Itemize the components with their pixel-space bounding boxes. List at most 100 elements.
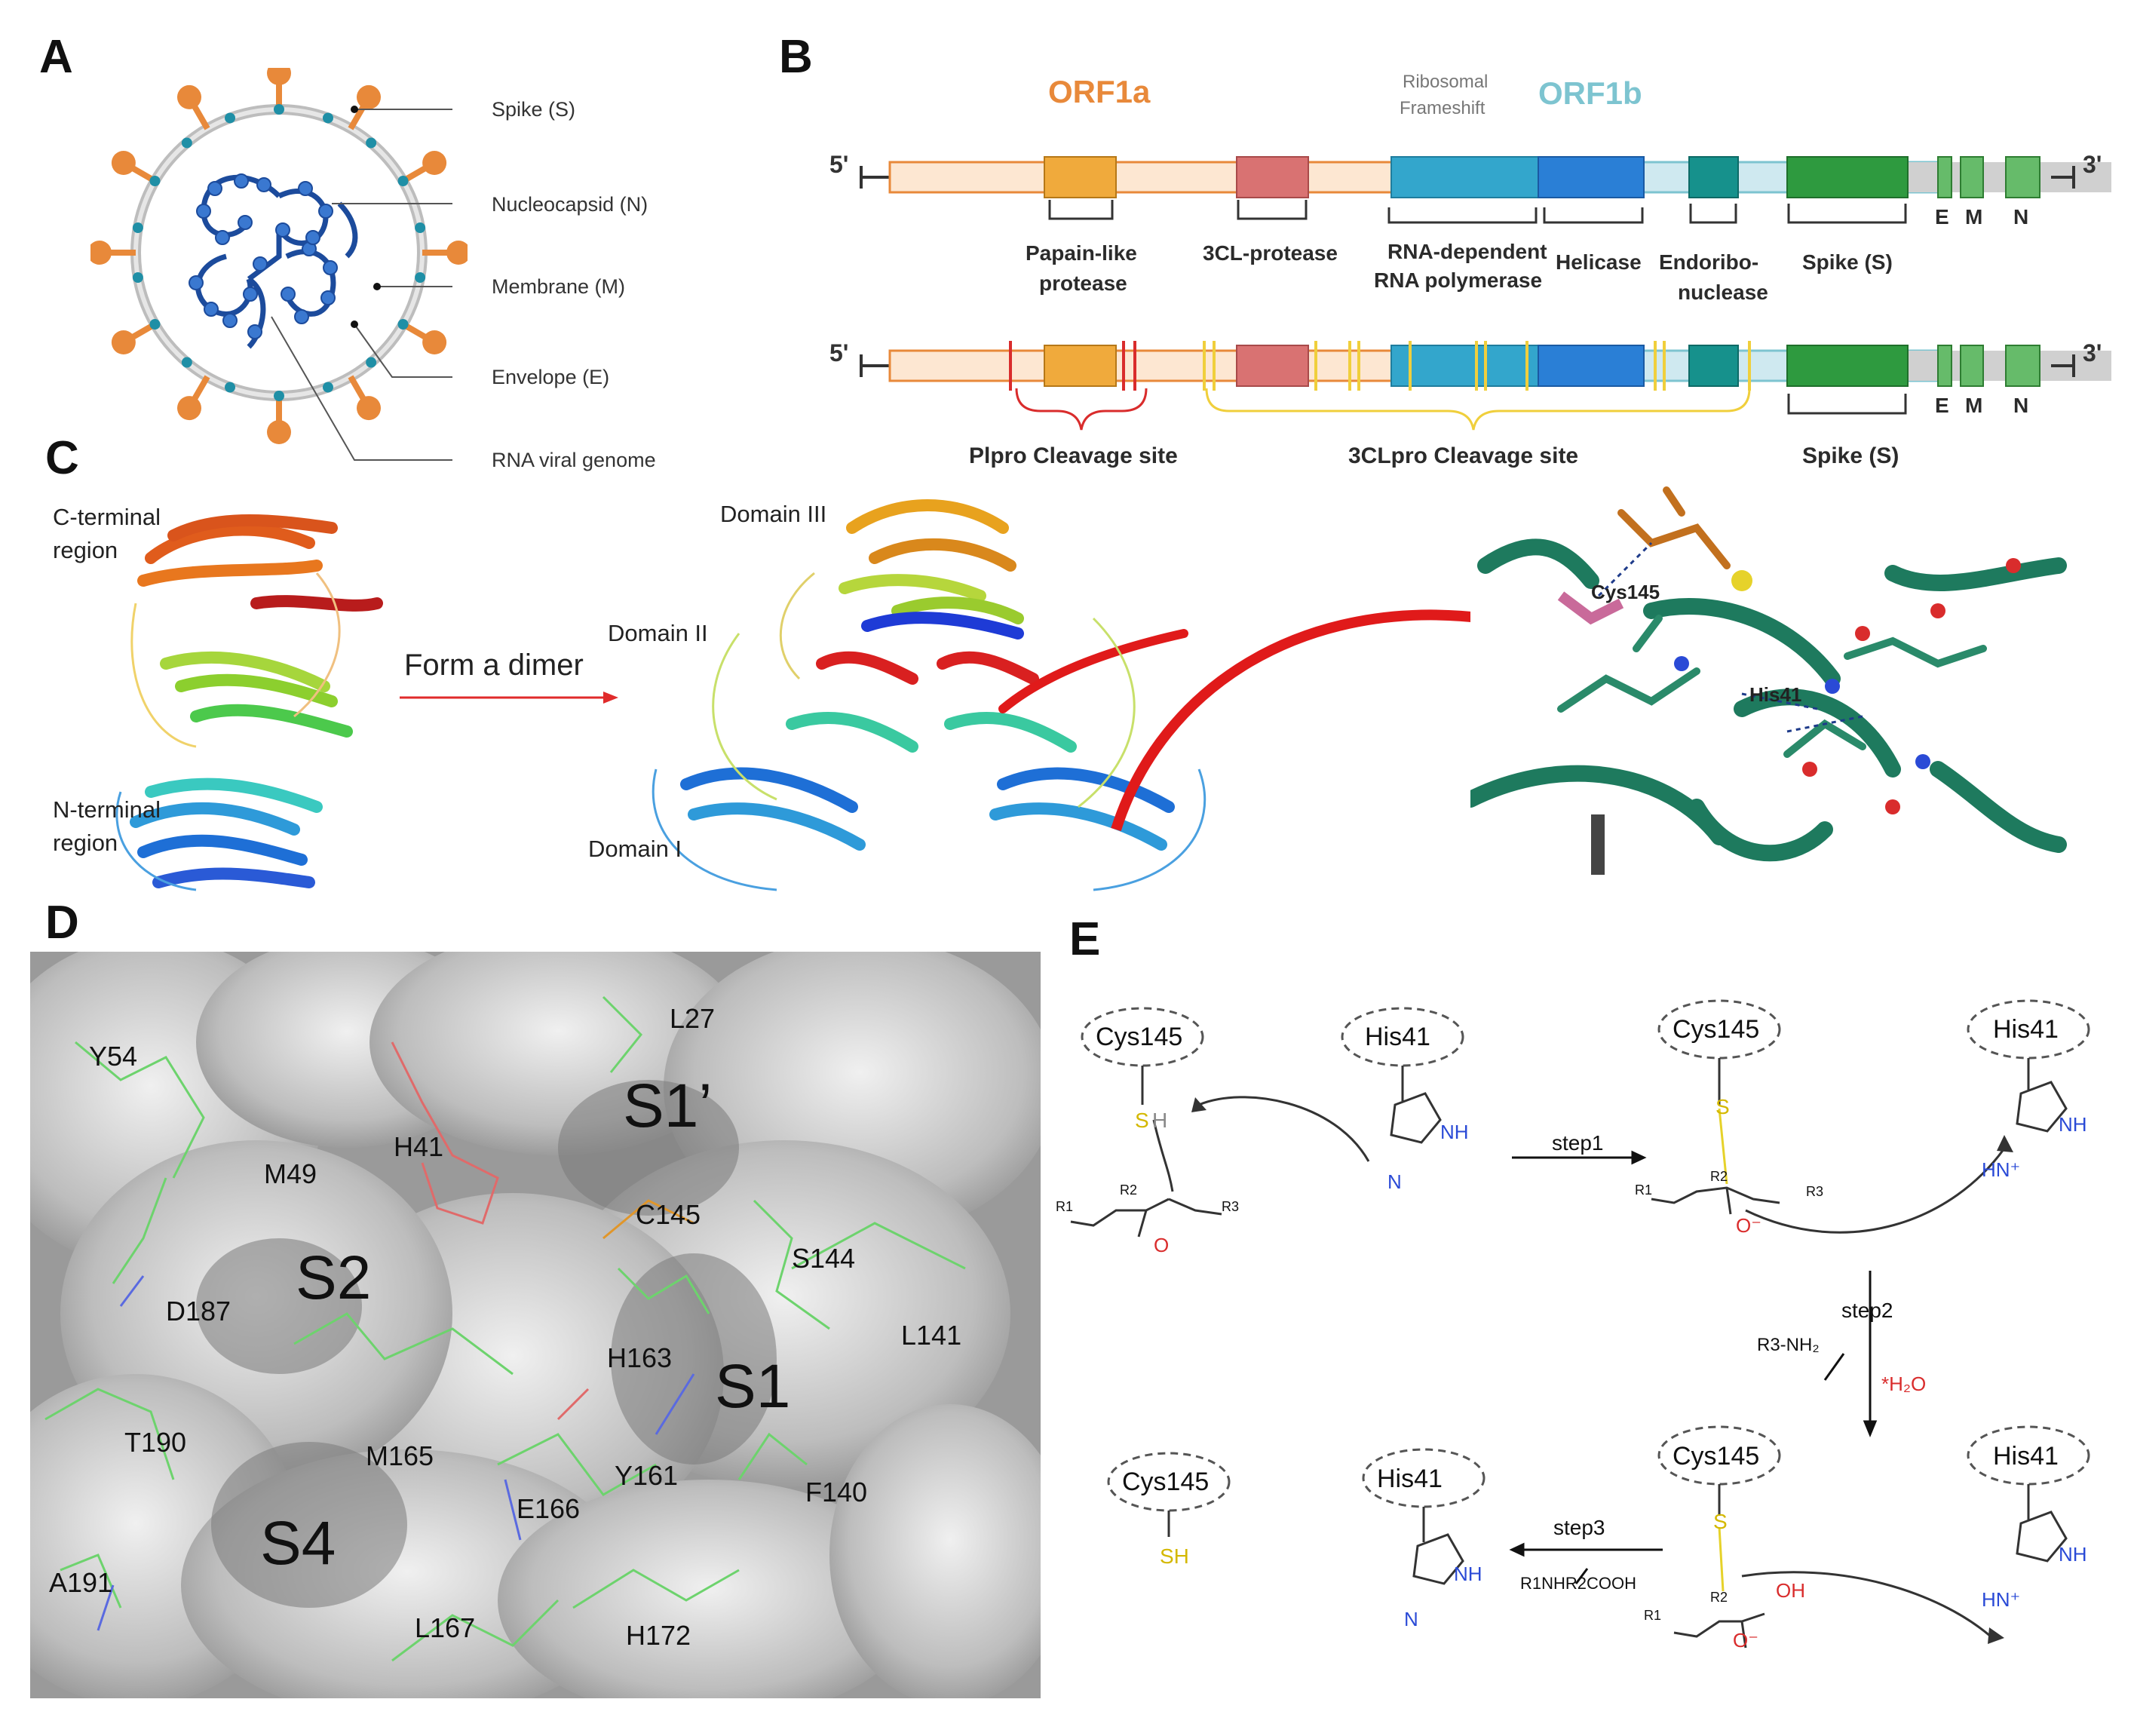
domain-ii-label: Domain II (608, 620, 708, 646)
membrane-protein (366, 357, 377, 368)
membrane-protein (366, 137, 377, 149)
c-terminal-label-2: region (53, 537, 118, 563)
membrane-protein (181, 357, 192, 368)
step2-label: step2 (1841, 1299, 1893, 1322)
binding-pocket-surface (30, 952, 1041, 1698)
atom-hn-plus-1: HN⁺ (1982, 1158, 2021, 1181)
spike-head (177, 84, 201, 109)
atom-r3-1: R3 (1222, 1199, 1240, 1214)
gene-label-spike-1: Spike (S) (1802, 250, 1893, 274)
orf1a-label: ORF1a (1048, 74, 1151, 109)
pocket-s4: S4 (260, 1509, 336, 1578)
pocket-s1-prime: S1’ (623, 1072, 713, 1140)
domain-iii-label: Domain III (720, 501, 827, 527)
water-label: *H₂O (1881, 1373, 1927, 1395)
atom-oh-1: OH (1776, 1579, 1805, 1602)
spike-head (357, 396, 381, 421)
spike-head (357, 84, 381, 109)
residue-l27: L27 (670, 1003, 716, 1034)
label-spike: Spike (S) (492, 98, 576, 121)
residue-a191: A191 (49, 1567, 113, 1598)
panel-letter-c: C (45, 432, 79, 484)
residue-h172: H172 (626, 1620, 691, 1651)
cys145-inset-label: Cys145 (1591, 581, 1660, 603)
label-rna-genome: RNA viral genome (492, 449, 656, 471)
n-terminal-label-2: region (53, 830, 118, 856)
n-terminal-label-1: N-terminal (53, 796, 161, 823)
membrane-protein (149, 319, 161, 330)
domain-i-label: Domain I (588, 836, 682, 862)
label-membrane: Membrane (M) (492, 275, 626, 298)
panel-letter-e: E (1069, 913, 1101, 965)
gene-label-n-2: N (2013, 394, 2029, 417)
gene-label-n-1: N (2013, 205, 2029, 229)
spike-head (422, 330, 447, 354)
three-prime-label-1: 3' (2083, 151, 2102, 178)
his41-product: His41 (1377, 1465, 1443, 1493)
label-nucleocapsid: Nucleocapsid (N) (492, 193, 648, 216)
atom-s-1: S (1135, 1109, 1149, 1132)
genome-row-1 (860, 156, 2111, 224)
genome-map (860, 156, 2111, 431)
gene-label-3cl: 3CL-protease (1203, 241, 1338, 265)
gene-label-m-2: M (1965, 394, 1983, 417)
step3-label: step3 (1553, 1516, 1605, 1539)
dimer-structure (652, 499, 1207, 891)
atom-r2-2: R2 (1710, 1169, 1728, 1184)
atom-r1-3: R1 (1644, 1608, 1662, 1623)
residue-l141: L141 (901, 1320, 962, 1351)
gene-label-endo-2: nuclease (1678, 281, 1768, 304)
spike-head (267, 68, 291, 85)
cleavage-label-plpro: Plpro Cleavage site (969, 443, 1178, 468)
panel-a-leaders (271, 106, 452, 461)
atom-om-1: O⁻ (1736, 1214, 1761, 1237)
panel-letter-a: A (39, 31, 73, 83)
five-prime-label-2: 5' (829, 339, 849, 367)
spike-head (446, 241, 468, 265)
atom-nh-3: NH (2059, 1543, 2087, 1566)
his41-inset-label: His41 (1749, 683, 1802, 706)
residue-m165: M165 (366, 1440, 434, 1471)
membrane-protein (132, 222, 143, 234)
genome-row-2 (860, 341, 2111, 431)
frameshift-label-2: Frameshift (1400, 98, 1486, 118)
atom-om-2: O⁻ (1733, 1629, 1758, 1652)
cys145-product: Cys145 (1122, 1468, 1210, 1496)
membrane-protein (322, 382, 333, 393)
label-envelope: Envelope (E) (492, 366, 610, 388)
spike-head (111, 330, 136, 354)
residue-h41: H41 (394, 1131, 444, 1162)
spike-head (422, 151, 447, 175)
three-prime-label-2: 3' (2083, 339, 2102, 367)
atom-nh-4: NH (1454, 1563, 1482, 1585)
membrane-protein (322, 112, 333, 124)
zoom-arrow (1111, 596, 1516, 832)
membrane-protein (225, 112, 236, 124)
gene-label-rdrp-1: RNA-dependent (1387, 240, 1547, 263)
spike-head (177, 396, 201, 421)
atom-sh-1: SH (1160, 1544, 1189, 1568)
membrane-protein (415, 271, 426, 283)
atom-nh-2: NH (2059, 1113, 2087, 1136)
mechanism-scheme (1070, 999, 2090, 1649)
membrane-protein (181, 137, 192, 149)
gene-label-plpro-2: protease (1039, 271, 1127, 295)
spike-head (111, 151, 136, 175)
atom-r1-1: R1 (1056, 1199, 1074, 1214)
atom-r2-3: R2 (1710, 1590, 1728, 1605)
active-site-view (1470, 483, 2074, 882)
membrane-protein (397, 176, 409, 186)
residue-m49: M49 (264, 1158, 317, 1189)
cys145-intermediate-2: Cys145 (1673, 1442, 1760, 1471)
atom-r1-2: R1 (1635, 1182, 1653, 1198)
cys145-reactant: Cys145 (1096, 1023, 1183, 1051)
pocket-s1: S1 (715, 1352, 791, 1421)
cleavage-label-spike: Spike (S) (1802, 443, 1899, 468)
gene-label-endo-1: Endoribo- (1659, 250, 1759, 274)
residue-t190: T190 (124, 1427, 187, 1458)
gene-label-m-1: M (1965, 205, 1983, 229)
atom-r2-1: R2 (1120, 1182, 1138, 1198)
pocket-s2: S2 (296, 1244, 372, 1312)
c-terminal-label-1: C-terminal (53, 504, 161, 530)
residue-d187: D187 (166, 1296, 231, 1327)
